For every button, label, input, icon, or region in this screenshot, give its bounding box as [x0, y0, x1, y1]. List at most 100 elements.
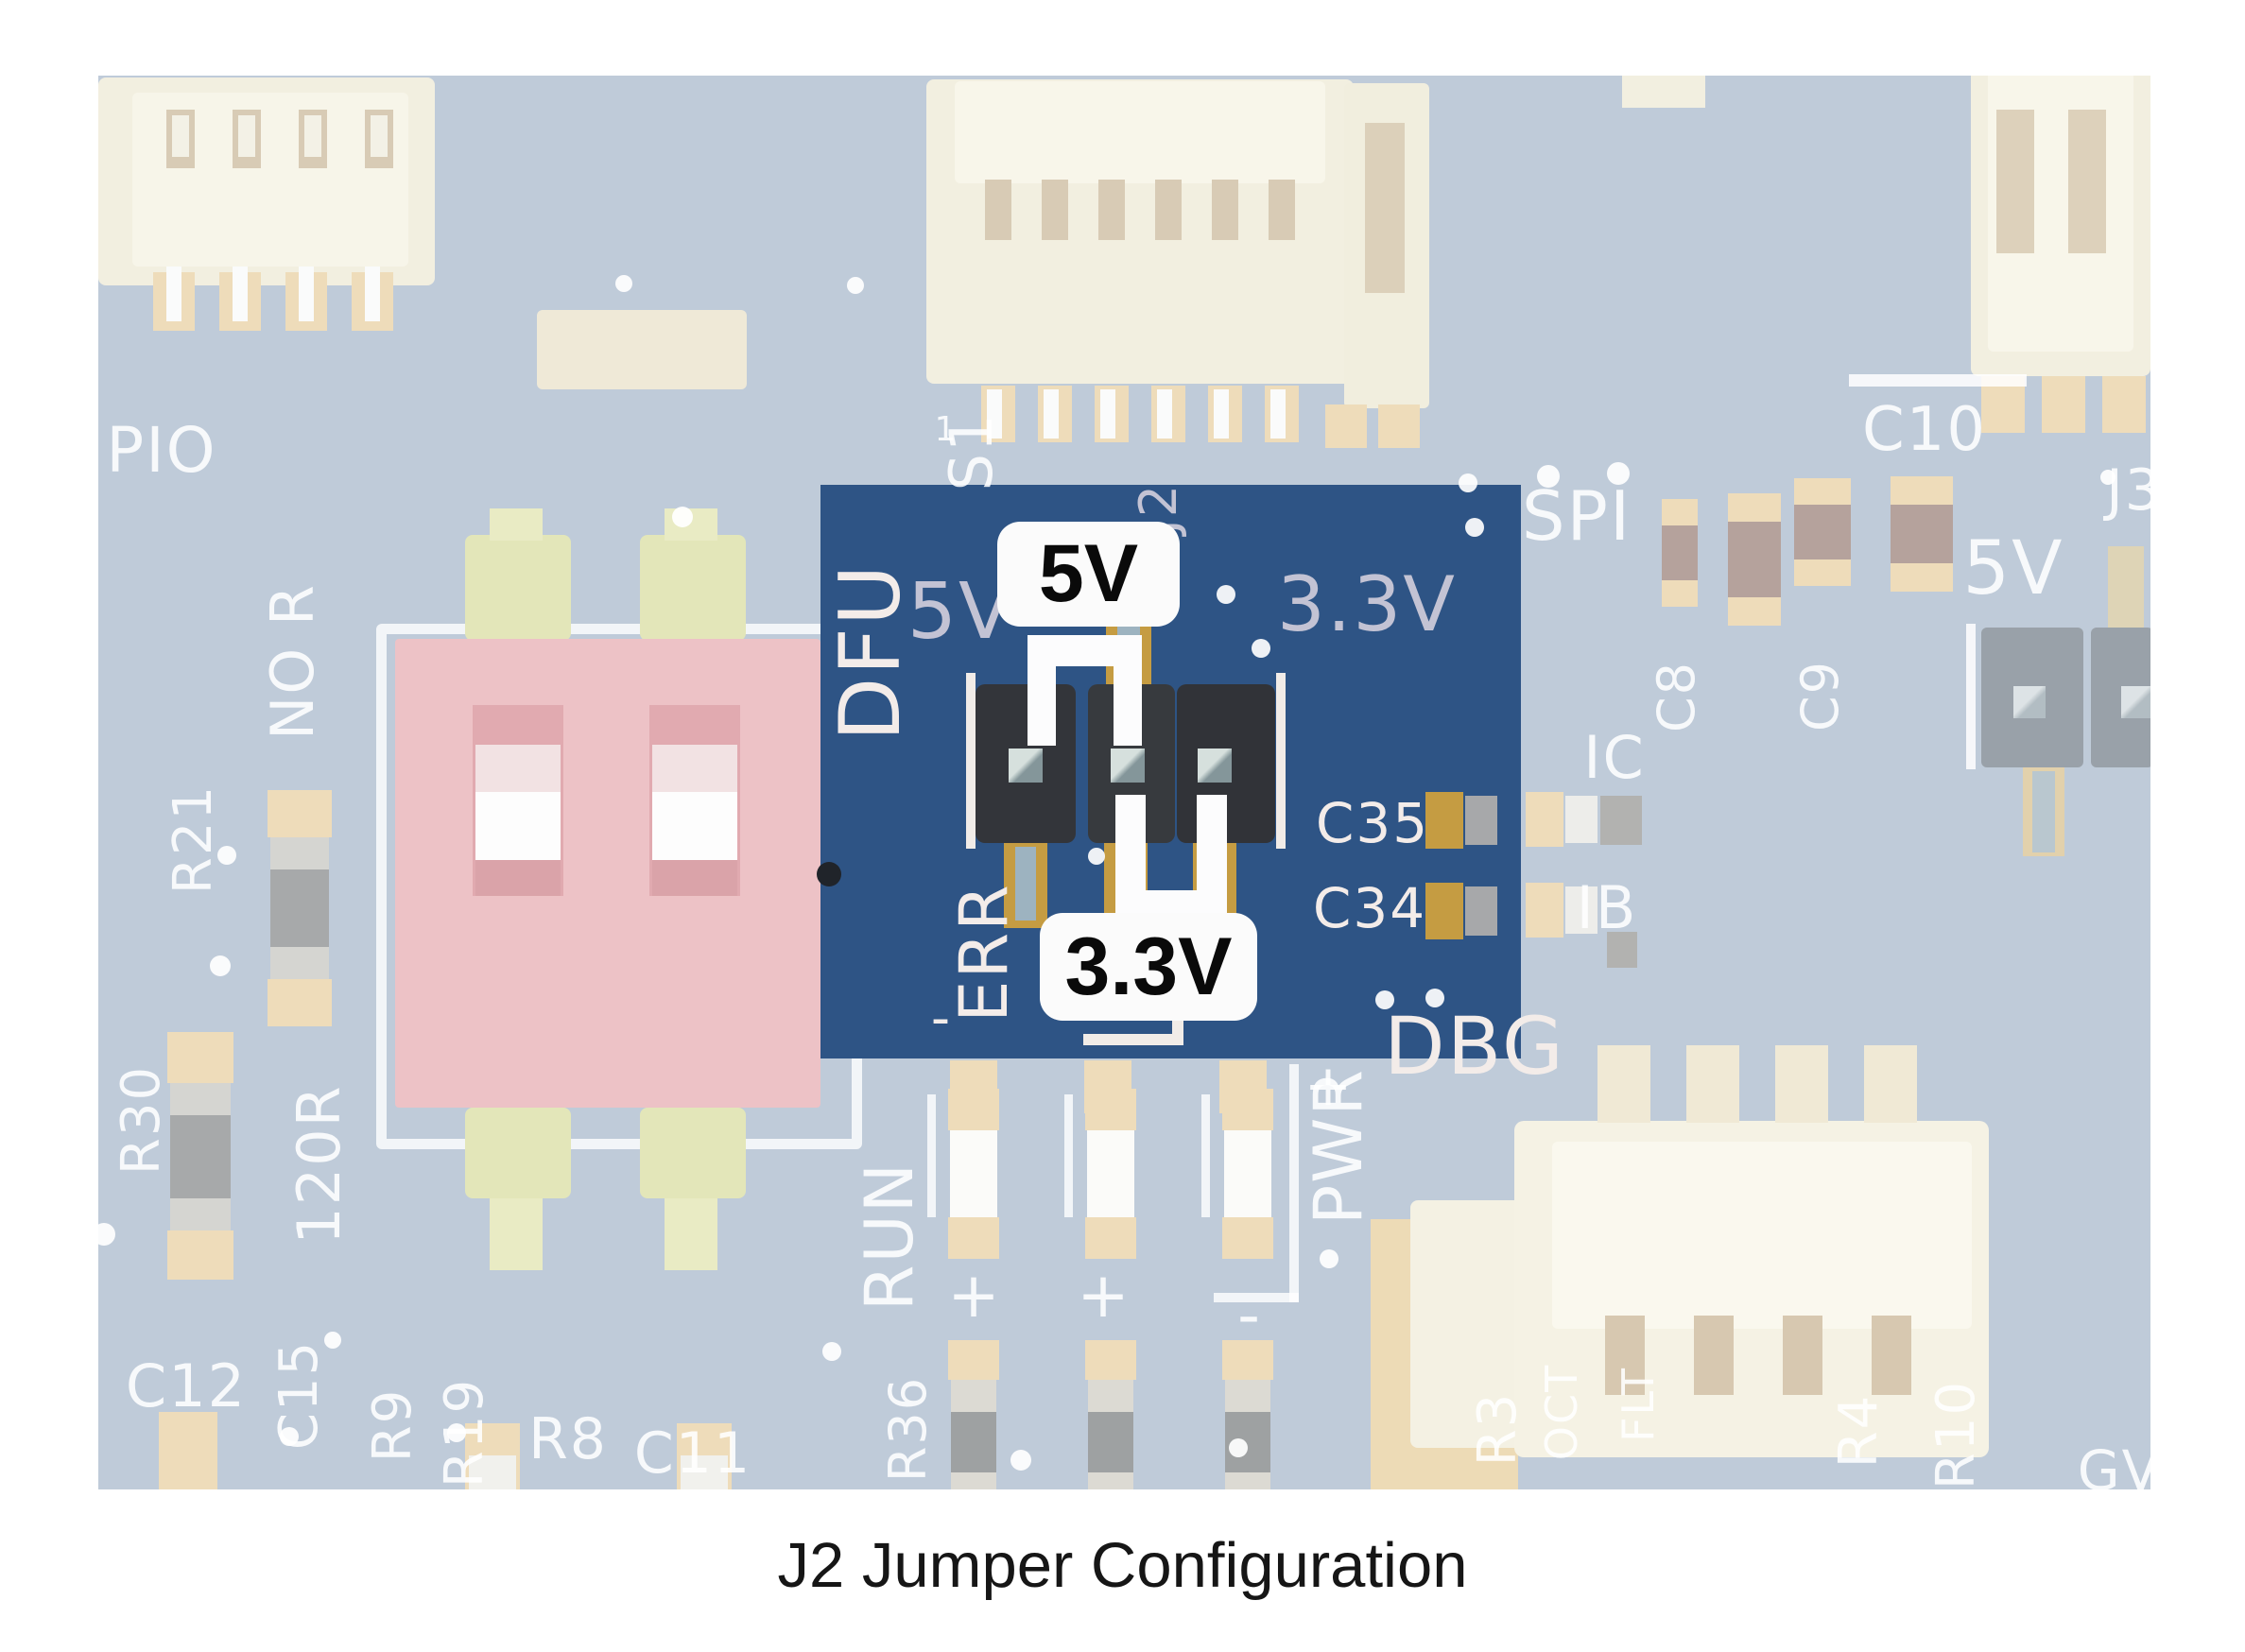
pcb-component [1378, 404, 1420, 448]
pcb-component [1600, 796, 1642, 845]
pcb-component [1728, 597, 1781, 626]
pcb-component [1694, 1316, 1734, 1395]
pcb-component [1526, 883, 1563, 938]
pcb-component [490, 1198, 543, 1270]
silkscreen-label: DBG [1384, 1000, 1565, 1093]
pcb-component [1864, 1045, 1917, 1123]
pcb-component [490, 508, 543, 541]
pcb-component [1222, 1340, 1273, 1380]
pcb-component [1662, 499, 1698, 525]
j2-region-component [1425, 883, 1463, 939]
pcb-component [640, 1108, 746, 1198]
pcb-component [652, 745, 737, 792]
via-dot [847, 277, 864, 294]
pcb-component [475, 745, 561, 792]
pcb-component [985, 180, 1011, 240]
via-dot [1465, 518, 1484, 537]
pcb-component [2032, 771, 2055, 852]
pcb-component [159, 1412, 217, 1489]
pcb-component [1410, 1200, 1522, 1448]
pcb-component [238, 115, 255, 157]
via-dot [98, 1223, 115, 1246]
pcb-component [652, 792, 737, 860]
via-dot [1229, 1438, 1248, 1457]
pcb-component [233, 267, 248, 321]
pcb-component [268, 790, 332, 837]
vias-layer [98, 76, 2150, 1489]
via-dot [615, 275, 632, 292]
jumper-brackets-layer [98, 76, 2150, 1489]
silkscreen-label: SPI [1521, 476, 1632, 556]
pcb-component [951, 1412, 996, 1472]
silkscreen-label: 5V [1962, 526, 2064, 611]
pcb-component [270, 947, 329, 979]
via-dot [1375, 990, 1394, 1009]
pcb-component [395, 639, 820, 1108]
via-dot [1217, 585, 1235, 604]
j2-region-component [1465, 796, 1497, 845]
silkscreen-label: IC [1583, 723, 1646, 792]
silkscreen-label: R8 [528, 1406, 608, 1472]
pcb-component [1325, 404, 1367, 448]
silkscreen-label: - [930, 988, 953, 1049]
pcb-component [537, 310, 747, 389]
pcb-component [2121, 686, 2150, 718]
pcb-component [1662, 580, 1698, 607]
via-dot [1425, 989, 1444, 1007]
jumper-bracket-3v3 [1197, 795, 1227, 890]
pcb-component [1064, 1094, 1073, 1217]
pcb-component [268, 979, 332, 1026]
j2-region-component [1198, 749, 1232, 783]
pcb-component [1042, 180, 1068, 240]
pcb-component [1794, 559, 1851, 586]
pcb-component [1662, 525, 1698, 580]
pcb-component [1087, 1130, 1134, 1217]
callout-5v-label: 5V [1038, 528, 1139, 619]
pcb-component [299, 267, 314, 321]
pcb-component [1783, 1316, 1822, 1395]
pcb-component [170, 1198, 231, 1230]
pcb-component [167, 1032, 233, 1083]
pcb-component [475, 860, 561, 896]
pcb-component [166, 267, 181, 321]
j2-region-component [1425, 792, 1463, 849]
pcb-washed-layer [98, 76, 2150, 1489]
pcb-component [665, 1198, 717, 1270]
pcb-component [1365, 123, 1405, 293]
pcb-component [1794, 505, 1851, 559]
pcb-component [948, 1217, 999, 1259]
via-dot [1320, 1249, 1338, 1268]
pcb-component [951, 1472, 996, 1489]
silkscreen-label: + [947, 1259, 1002, 1332]
pcb-component [371, 115, 388, 157]
via-dot [2100, 470, 2115, 485]
pcb-component [1157, 389, 1172, 439]
pcb-component [1891, 563, 1953, 592]
silkscreen-label: C10 [1861, 395, 1988, 465]
via-dot [280, 1427, 299, 1446]
pcb-component [465, 535, 571, 641]
via-dot [822, 1342, 841, 1361]
pcb-component [1224, 1130, 1271, 1217]
pcb-component [170, 1115, 231, 1198]
pcb-component [2108, 546, 2144, 631]
pcb-component [1084, 1060, 1131, 1113]
figure-caption: J2 Jumper Configuration [777, 1530, 1468, 1601]
pcb-component [1225, 1472, 1270, 1489]
pcb-component [1891, 476, 1953, 505]
pcb-component [475, 792, 561, 860]
pcb-component [1526, 792, 1563, 847]
silkscreen-label: 1 [934, 410, 958, 449]
pcb-component [1219, 1060, 1267, 1113]
pcb-component [2068, 110, 2106, 253]
silkscreen-label: C12 [125, 1351, 248, 1420]
pcb-component [1098, 180, 1125, 240]
jumper-bracket-5v [1028, 666, 1056, 746]
pcb-component [1225, 1380, 1270, 1412]
pcb-component [1214, 1293, 1299, 1302]
pcb-component [1088, 1412, 1133, 1472]
pcb-component [1212, 180, 1238, 240]
silkscreen-label: GV [2077, 1438, 2150, 1489]
jumper-bracket-3v3 [1115, 795, 1146, 890]
